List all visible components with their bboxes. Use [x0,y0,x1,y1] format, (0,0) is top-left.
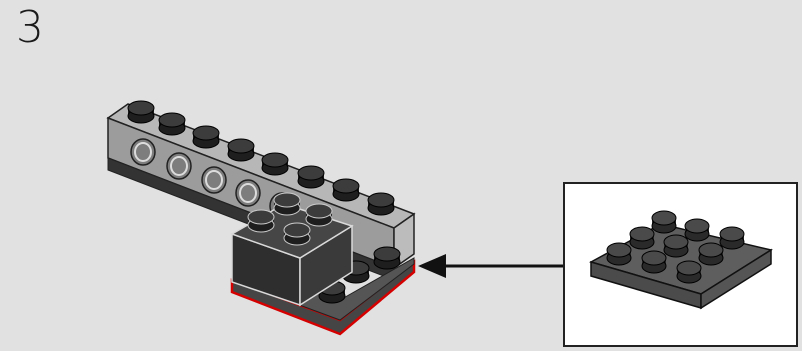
parts-callout [563,182,798,347]
step-number: 3 [16,2,44,53]
dark-brick [230,192,354,307]
plate-3x3-icon [589,210,773,310]
brick-studs [247,192,333,246]
placement-arrow [418,254,563,278]
beam-studs [127,100,395,216]
plate-3x3-studs [606,210,745,284]
